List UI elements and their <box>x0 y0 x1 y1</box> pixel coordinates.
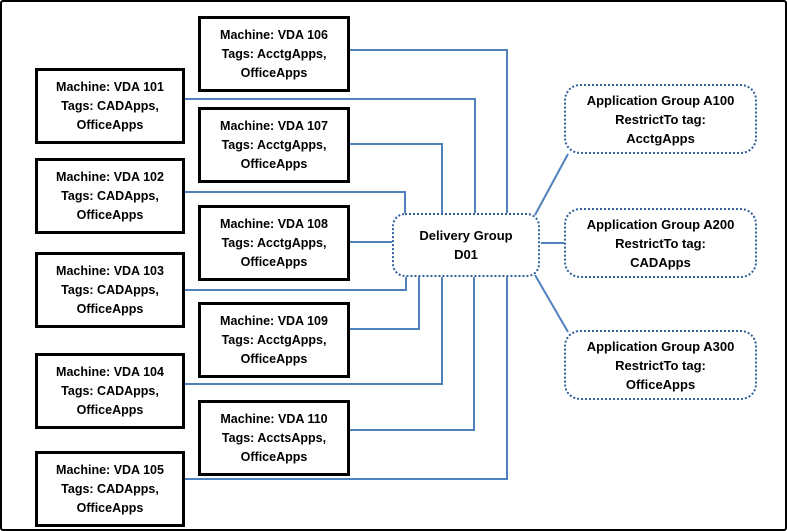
machine-tags-line2: OfficeApps <box>76 117 144 132</box>
machine-name: Machine: VDA 103 <box>56 263 164 278</box>
machine-box-vda-103: Machine: VDA 103 Tags: CADApps, OfficeAp… <box>35 252 185 328</box>
machine-name: Machine: VDA 101 <box>56 79 164 94</box>
machine-tags-line2: OfficeApps <box>240 449 308 464</box>
application-group-box-a200: Application Group A200 RestrictTo tag: C… <box>564 208 757 278</box>
machine-tags-line1: Tags: CADApps, <box>61 188 159 203</box>
machine-tags-line1: Tags: AcctgApps, <box>221 235 327 250</box>
machine-tags-line1: Tags: AcctgApps, <box>221 46 327 61</box>
machine-tags-line2: OfficeApps <box>76 301 144 316</box>
machine-box-vda-104: Machine: VDA 104 Tags: CADApps, OfficeAp… <box>35 353 185 429</box>
machine-tags-line2: OfficeApps <box>240 254 308 269</box>
machine-box-vda-101: Machine: VDA 101 Tags: CADApps, OfficeAp… <box>35 68 185 144</box>
machine-tags-line1: Tags: AcctsApps, <box>221 430 327 445</box>
machine-box-vda-105: Machine: VDA 105 Tags: CADApps, OfficeAp… <box>35 451 185 527</box>
machine-name: Machine: VDA 109 <box>220 313 328 328</box>
machine-name: Machine: VDA 105 <box>56 462 164 477</box>
machine-box-vda-108: Machine: VDA 108 Tags: AcctgApps, Office… <box>198 205 350 281</box>
machine-name: Machine: VDA 104 <box>56 364 164 379</box>
machine-name: Machine: VDA 110 <box>220 411 328 426</box>
machine-tags-line2: OfficeApps <box>240 351 308 366</box>
connector-vda106-d01 <box>350 49 508 214</box>
machine-tags-line2: OfficeApps <box>76 500 144 515</box>
connector-vda107-d01 <box>350 143 443 214</box>
machine-tags-line2: OfficeApps <box>76 207 144 222</box>
application-group-name: Application Group A100 <box>586 92 735 108</box>
machine-tags-line1: Tags: CADApps, <box>61 98 159 113</box>
application-group-name: Application Group A200 <box>586 216 735 232</box>
machine-box-vda-110: Machine: VDA 110 Tags: AcctsApps, Office… <box>198 400 350 476</box>
machine-box-vda-102: Machine: VDA 102 Tags: CADApps, OfficeAp… <box>35 158 185 234</box>
machine-box-vda-106: Machine: VDA 106 Tags: AcctgApps, Office… <box>198 16 350 92</box>
connector-d01-a100 <box>534 153 569 216</box>
delivery-group-id: D01 <box>454 247 478 262</box>
application-group-name: Application Group A300 <box>586 338 735 354</box>
application-group-box-a300: Application Group A300 RestrictTo tag: O… <box>564 330 757 400</box>
connector-vda109-d01 <box>350 276 420 330</box>
restrict-to-label: RestrictTo tag: <box>615 111 706 127</box>
connector-d01-a300 <box>534 274 569 333</box>
machine-tags-line2: OfficeApps <box>240 65 308 80</box>
machine-box-vda-109: Machine: VDA 109 Tags: AcctgApps, Office… <box>198 302 350 378</box>
restrict-to-tag: OfficeApps <box>625 376 696 392</box>
machine-tags-line2: OfficeApps <box>76 402 144 417</box>
restrict-to-tag: AcctgApps <box>626 130 695 146</box>
application-group-box-a100: Application Group A100 RestrictTo tag: A… <box>564 84 757 154</box>
machine-tags-line1: Tags: CADApps, <box>61 481 159 496</box>
machine-tags-line1: Tags: CADApps, <box>61 282 159 297</box>
machine-tags-line1: Tags: AcctgApps, <box>221 332 327 347</box>
machine-name: Machine: VDA 108 <box>220 216 328 231</box>
delivery-group-box: Delivery Group D01 <box>392 213 540 277</box>
machine-box-vda-107: Machine: VDA 107 Tags: AcctgApps, Office… <box>198 107 350 183</box>
machine-tags-line1: Tags: AcctgApps, <box>221 137 327 152</box>
delivery-group-name: Delivery Group <box>419 228 513 243</box>
restrict-to-label: RestrictTo tag: <box>615 235 706 251</box>
machine-name: Machine: VDA 102 <box>56 169 164 184</box>
machine-name: Machine: VDA 107 <box>220 118 328 133</box>
machine-tags-line2: OfficeApps <box>240 156 308 171</box>
machine-name: Machine: VDA 106 <box>220 27 328 42</box>
machine-tags-line1: Tags: CADApps, <box>61 383 159 398</box>
connector-vda110-d01 <box>350 276 475 431</box>
restrict-to-label: RestrictTo tag: <box>615 357 706 373</box>
restrict-to-tag: CADApps <box>630 254 691 270</box>
